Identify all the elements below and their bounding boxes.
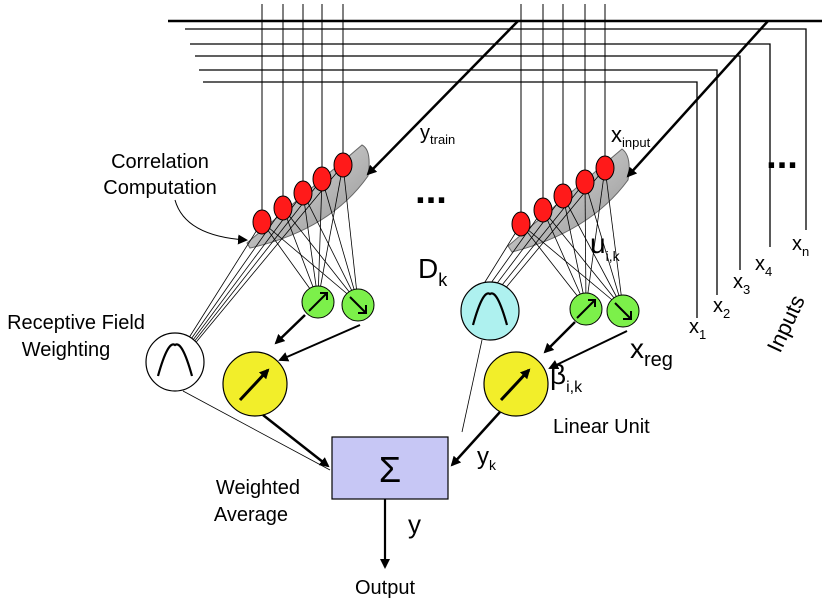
left-input-taps: [261, 4, 344, 212]
yellow-to-sum-arrow: [262, 414, 330, 468]
x2-label: x2: [713, 295, 730, 321]
arrow-icon: [499, 368, 531, 402]
red-node: [273, 195, 293, 221]
yellow-to-sum-arrow: [450, 411, 501, 467]
red-node: [575, 169, 595, 195]
arrow-icon: [238, 368, 270, 402]
dk-label: Dk: [418, 253, 448, 290]
x4-label: x4: [755, 253, 772, 279]
gaussian-icon: [156, 343, 194, 377]
x1-label: x1: [689, 316, 706, 342]
dk-to-sum-line: [461, 339, 483, 433]
beta-label: βi,k: [550, 359, 583, 396]
right-input-taps: [520, 4, 606, 214]
dk-node: [460, 281, 520, 341]
weighted-sum-box: [331, 436, 449, 500]
correlation-pointer: [174, 199, 248, 245]
red-node: [252, 209, 272, 235]
green-to-yellow-arrow: [543, 321, 576, 354]
arrow-icon: [308, 292, 328, 312]
ellipsis-right: ...: [766, 135, 798, 177]
receptive-label-1: Receptive Field: [7, 312, 145, 334]
yk-label: yk: [477, 443, 497, 473]
xn-label: xn: [792, 233, 809, 259]
x-reg-label: xreg: [630, 333, 673, 371]
red-node: [595, 155, 615, 181]
arrow-down-right-icon: [614, 302, 632, 320]
right-green-nodes: [569, 292, 640, 328]
receptive-label-2: Weighting: [22, 339, 111, 361]
x3-label: x3: [733, 271, 750, 297]
x-input-label: xinput: [611, 122, 651, 150]
y-output-label: y: [408, 509, 421, 539]
receptive-to-sum-line: [182, 390, 331, 471]
red-node: [533, 197, 553, 223]
u-label: ui,k: [590, 228, 621, 264]
weighted-label-2: Average: [214, 504, 288, 526]
input-bus: [168, 19, 822, 318]
arrow-icon: [576, 299, 596, 319]
weighted-label-1: Weighted: [216, 477, 300, 499]
x-input-arrow: [626, 20, 769, 178]
left-red-nodes: [252, 152, 353, 235]
gaussian-icon: [471, 292, 509, 326]
left-green-nodes: [301, 285, 375, 322]
output-label: Output: [355, 577, 415, 599]
arrow-down-right-icon: [349, 296, 367, 314]
red-node: [333, 152, 353, 178]
red-node: [553, 183, 573, 209]
y-train-arrow: [366, 20, 519, 176]
right-fan-lines: [479, 167, 624, 310]
red-node: [511, 211, 531, 237]
red-node: [312, 166, 332, 192]
ellipsis-center: ...: [415, 170, 447, 212]
correlation-label-1: Correlation: [111, 151, 209, 173]
correlation-label-2: Computation: [103, 177, 216, 199]
receptive-field-node: [145, 332, 205, 392]
green-to-yellow-arrow: [548, 330, 628, 370]
linear-unit-label: Linear Unit: [553, 416, 650, 438]
inputs-label: Inputs: [762, 291, 810, 356]
green-to-yellow-arrow: [274, 314, 306, 345]
sigma-symbol: Σ: [379, 449, 401, 490]
y-train-label: ytrain: [420, 122, 455, 147]
green-to-yellow-arrow: [278, 324, 361, 362]
red-node: [293, 180, 313, 206]
right-red-nodes: [511, 155, 615, 237]
